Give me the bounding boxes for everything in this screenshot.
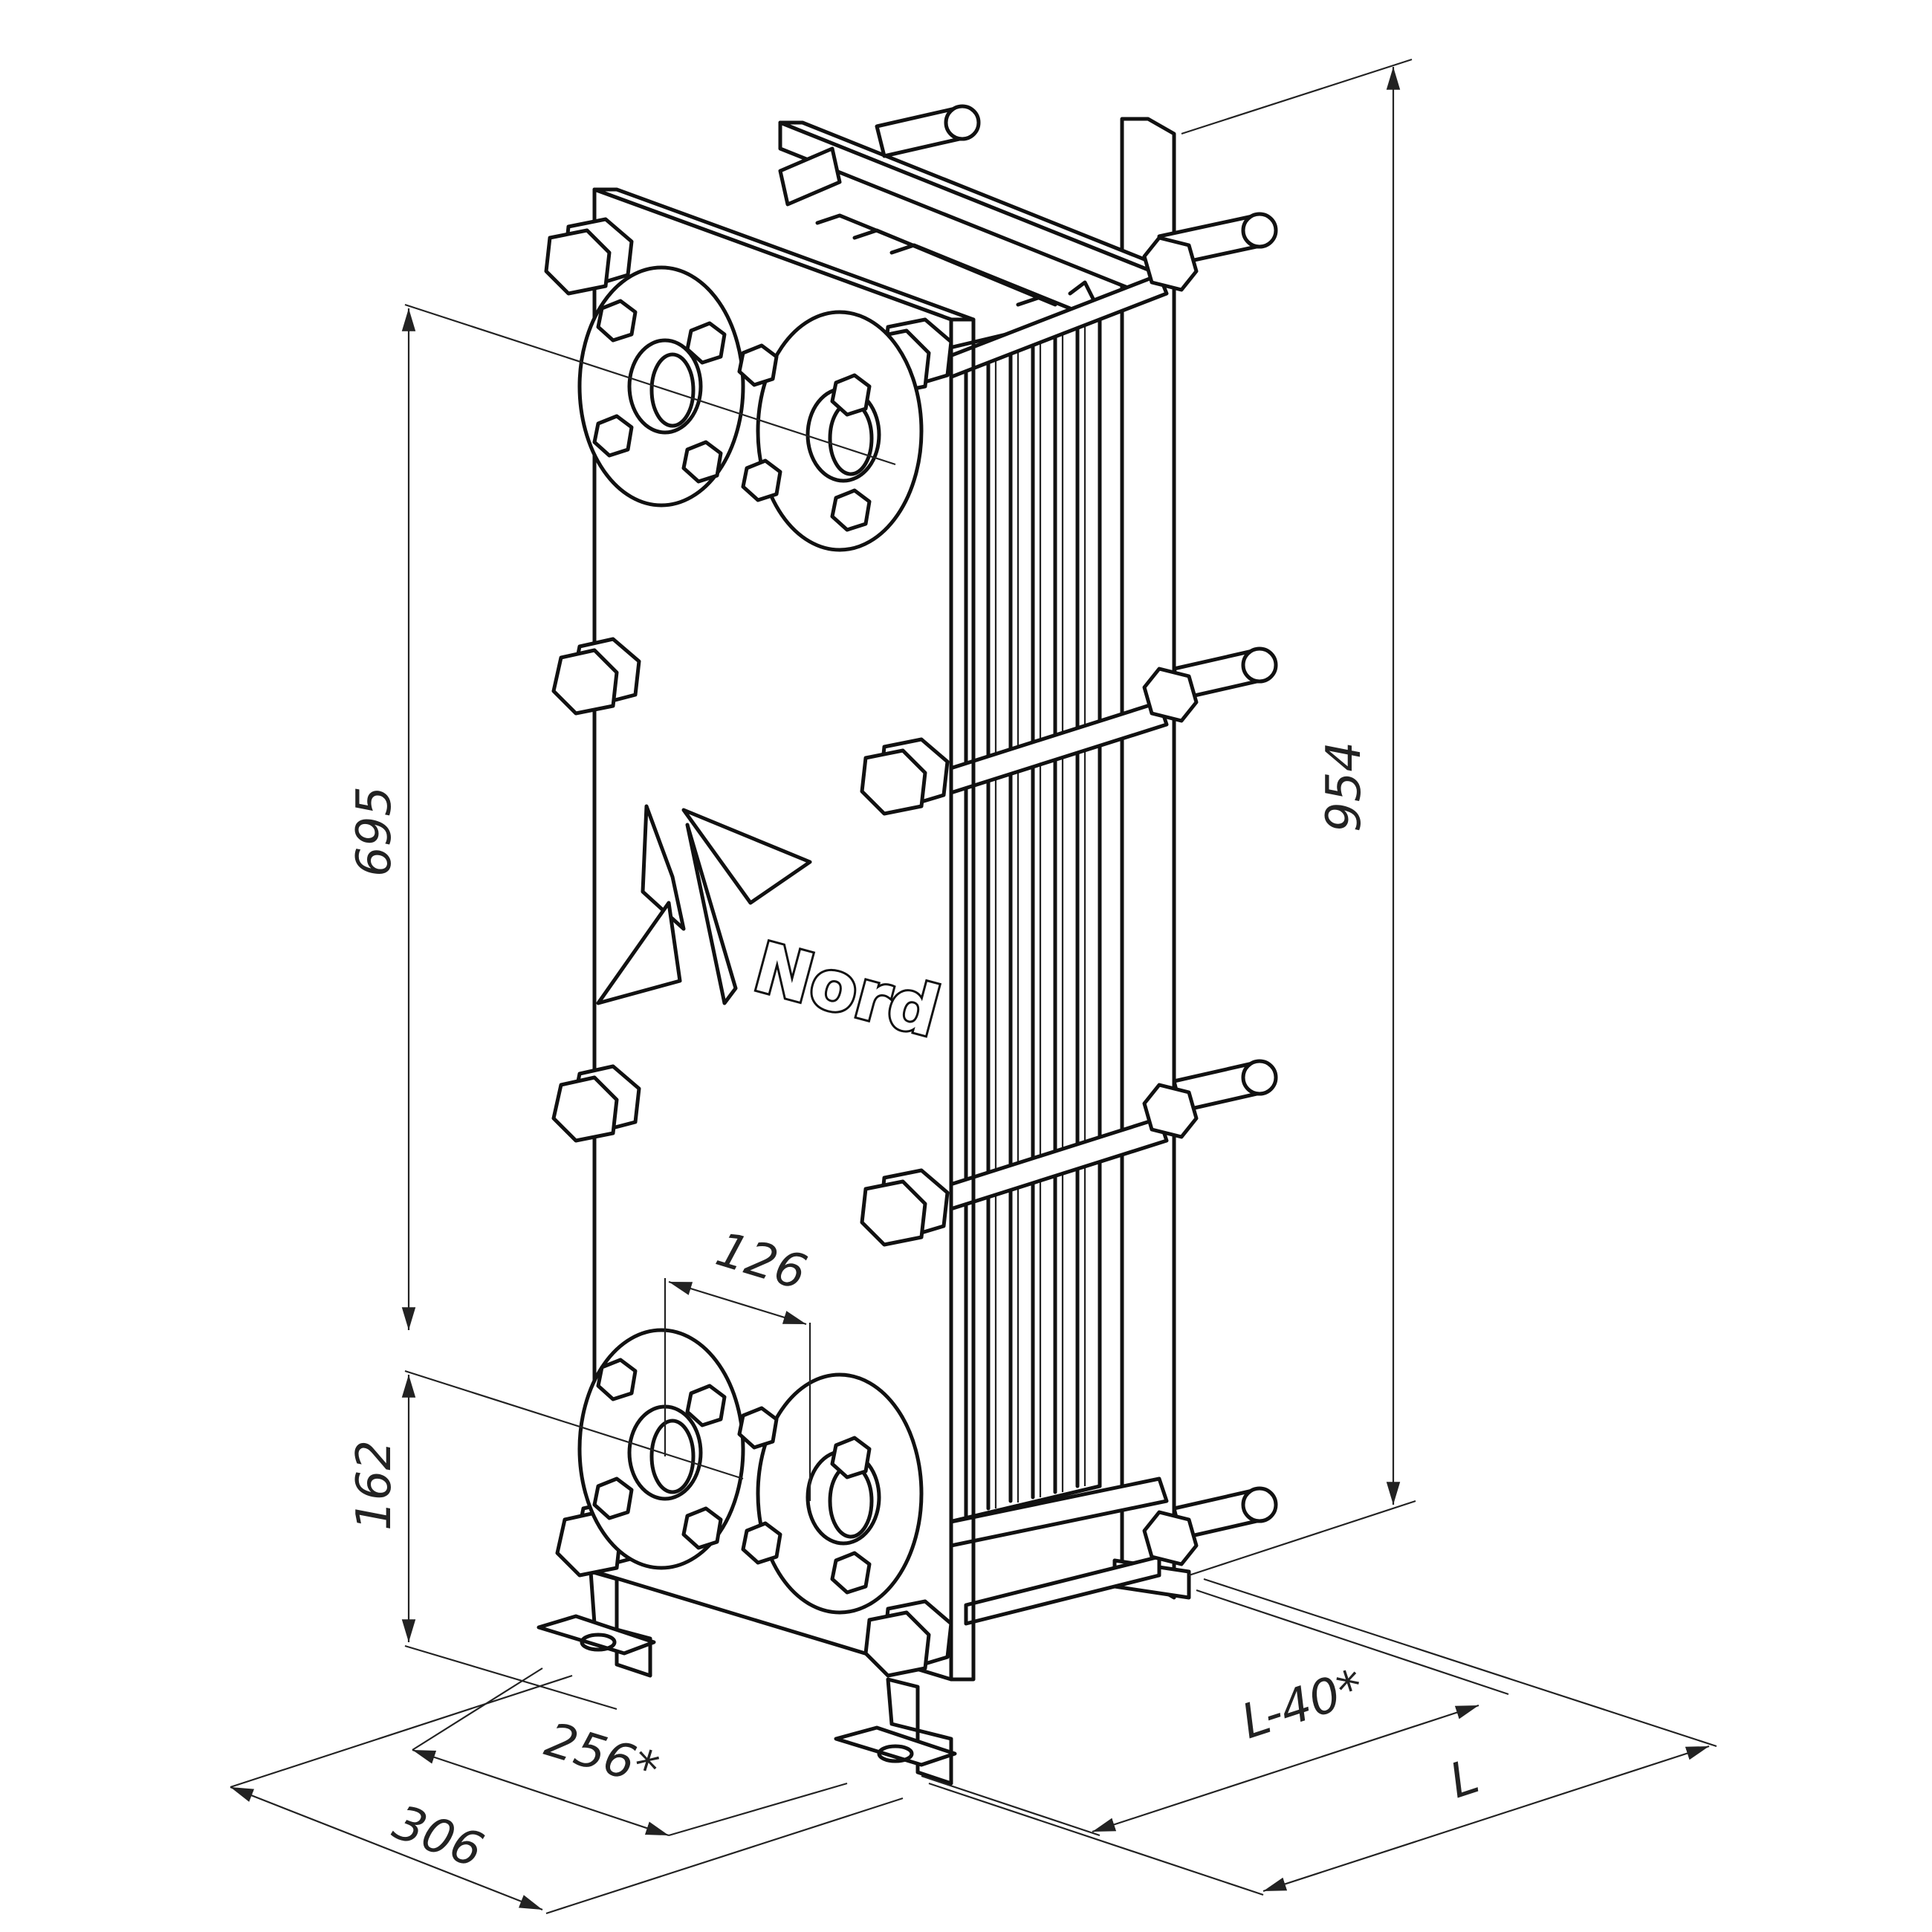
bolt-mid-right-2 xyxy=(860,1168,950,1247)
flange-bottom-left xyxy=(577,1328,745,1570)
rear-nuts xyxy=(1142,236,1199,1566)
dimension-lines xyxy=(230,58,1717,1915)
plate-pack xyxy=(815,213,1102,1526)
bolt-bottom-right xyxy=(863,1599,953,1678)
dim-width-feet: 256* xyxy=(539,1713,664,1799)
dim-port-to-base: 162 xyxy=(347,1440,402,1531)
dim-port-spacing-vertical: 695 xyxy=(347,786,402,877)
bolt-mid-left-2 xyxy=(551,1064,641,1143)
flange-top-right xyxy=(737,310,924,552)
dim-length-overall: L xyxy=(1443,1749,1485,1809)
flange-bottom-right xyxy=(737,1372,924,1615)
flange-top-left xyxy=(577,265,745,508)
bolt-mid-right-1 xyxy=(860,737,950,816)
bolt-top-left xyxy=(544,217,634,296)
support-feet xyxy=(537,1569,957,1786)
dim-width-overall: 306 xyxy=(386,1795,490,1879)
frame-bolts xyxy=(544,217,953,1678)
bolt-mid-left-1 xyxy=(551,637,641,716)
flanges xyxy=(577,265,924,1615)
dimension-labels: 954 695 162 126 306 256* L-40* L xyxy=(347,742,1485,1879)
dim-length-frame: L-40* xyxy=(1235,1659,1370,1750)
tie-rods xyxy=(778,104,1278,1626)
rear-column xyxy=(1112,117,1191,1600)
dim-total-height: 954 xyxy=(1317,742,1372,832)
